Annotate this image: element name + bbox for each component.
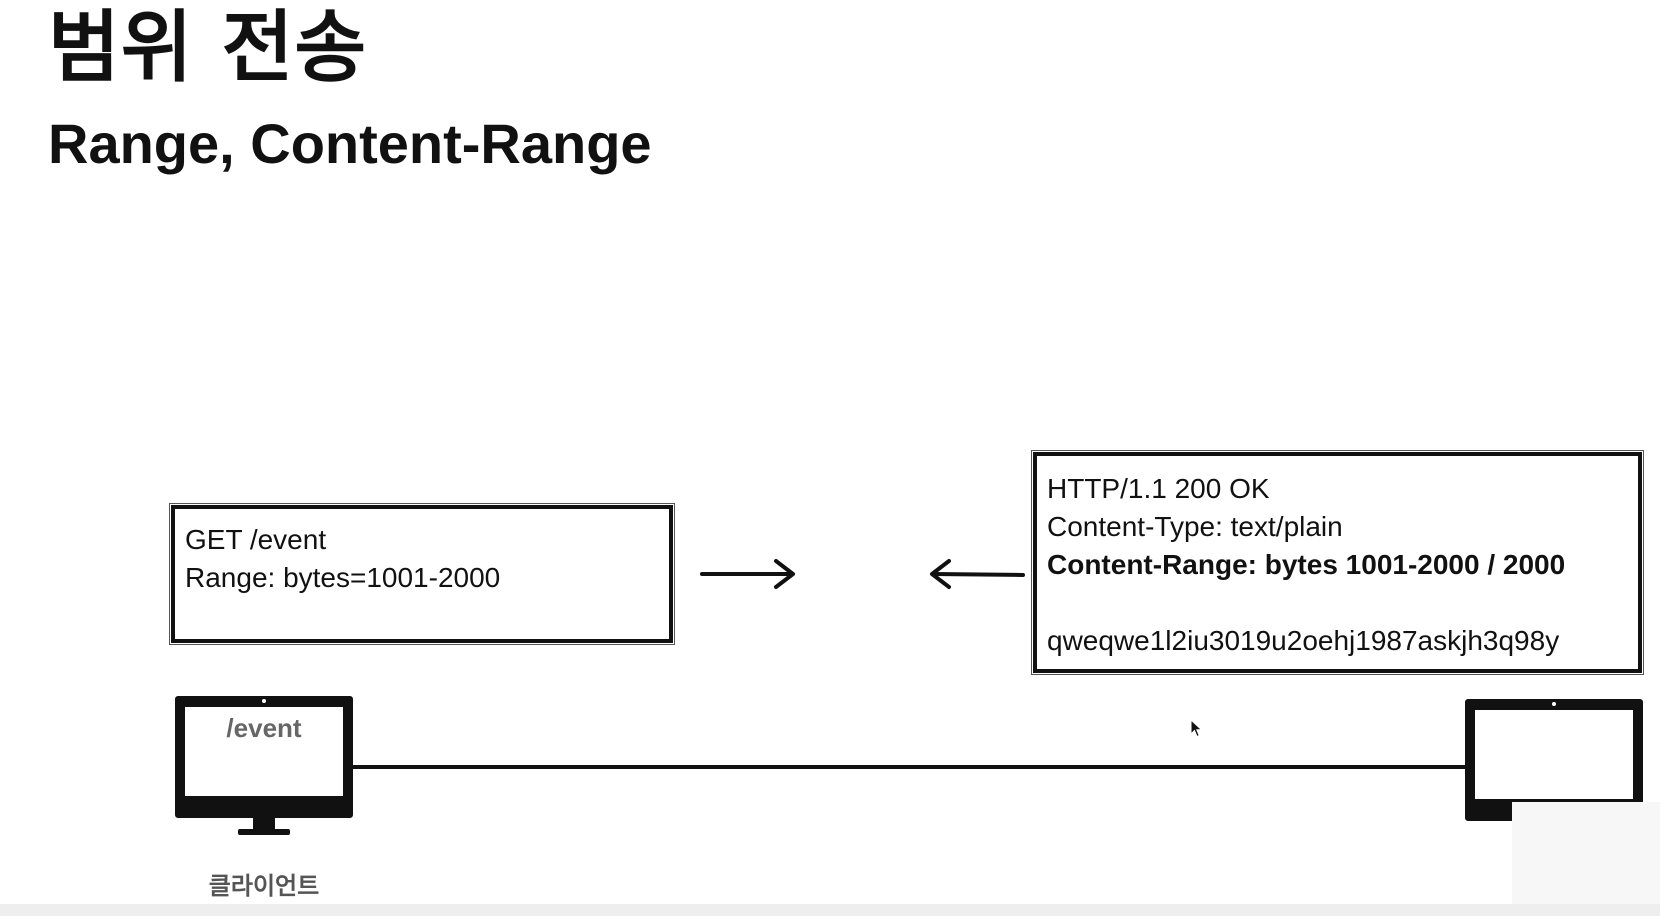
desktop-monitor-icon: /event (175, 696, 353, 841)
response-message-box: HTTP/1.1 200 OK Content-Type: text/plain… (1031, 450, 1644, 675)
slide-subtitle: Range, Content-Range (48, 112, 652, 175)
content-range-header: Content-Range: bytes 1001-2000 / 2000 (1047, 549, 1566, 580)
client-screen-url: /event (226, 713, 302, 743)
client-screen: /event (175, 696, 353, 818)
monitor-base (238, 829, 290, 835)
request-line: GET /event (185, 524, 327, 555)
bottom-strip (0, 904, 1660, 916)
mouse-pointer-icon (1190, 719, 1203, 738)
arrow-left-icon (930, 559, 1025, 589)
server-monitor-icon (1465, 699, 1643, 824)
response-body: qweqwe1l2iu3019u2oehj1987askjh3q98y (1047, 625, 1560, 656)
range-header: Range: bytes=1001-2000 (185, 562, 501, 593)
content-type-header: Content-Type: text/plain (1047, 511, 1343, 542)
camera-dot (1552, 702, 1556, 706)
monitor-stand (253, 818, 275, 830)
slide-title: 범위 전송 (48, 3, 368, 93)
arrow-right-icon (700, 559, 795, 589)
network-connection-line (350, 765, 1467, 769)
status-line: HTTP/1.1 200 OK (1047, 473, 1270, 504)
server-screen (1465, 699, 1643, 821)
client-label: 클라이언트 (208, 872, 320, 900)
blank-line (1047, 584, 1628, 622)
request-message-box: GET /event Range: bytes=1001-2000 (169, 503, 675, 645)
camera-dot (262, 699, 266, 703)
corner-overlay (1512, 802, 1660, 916)
